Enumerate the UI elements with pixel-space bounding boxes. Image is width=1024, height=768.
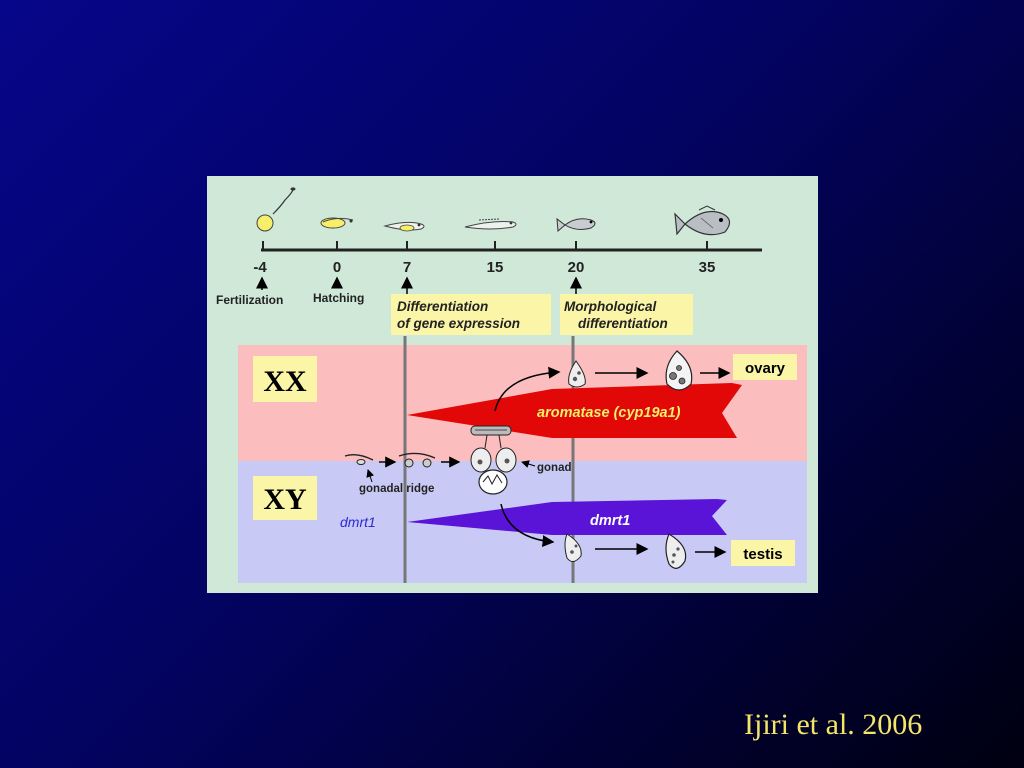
- early-ovary-icon: [568, 360, 586, 388]
- hatchling-icon: [320, 217, 354, 229]
- adult-fish-icon: [674, 205, 731, 236]
- gonad-icon: [470, 425, 517, 495]
- fry-day20-icon: [556, 217, 596, 233]
- tick-label: 7: [403, 259, 411, 276]
- xy-label: XY: [263, 483, 307, 516]
- morphological-label: Morphological: [564, 299, 656, 314]
- testis-label: testis: [743, 546, 782, 563]
- gonadal-ridge-label: gonadal ridge: [359, 483, 434, 495]
- mature-ovary-icon: [665, 350, 693, 391]
- xx-label-box: [253, 356, 317, 402]
- aromatase-arrow: [407, 383, 742, 438]
- gonadal-ridge-icon: [344, 452, 436, 468]
- fertilization-label: Fertilization: [216, 293, 283, 307]
- larva-day15-icon: [464, 218, 517, 230]
- tick-label: 15: [487, 259, 504, 276]
- larva-day7-icon: [383, 221, 425, 232]
- egg-and-sperm-icon: [256, 187, 296, 232]
- aromatase-label: aromatase (cyp19a1): [537, 405, 681, 421]
- ovary-label: ovary: [745, 360, 786, 377]
- early-testis-icon: [564, 533, 582, 562]
- morphological-box: [560, 294, 693, 335]
- testis-box: [731, 540, 795, 566]
- tick-label: 0: [333, 259, 341, 276]
- dmrt1-side-label: dmrt1: [340, 514, 376, 530]
- morphological-label: differentiation: [578, 316, 668, 331]
- citation: Ijiri et al. 2006: [744, 708, 923, 741]
- xy-label-box: [253, 476, 317, 520]
- gonad-label: gonad: [537, 462, 572, 474]
- dmrt1-arrow-label: dmrt1: [590, 513, 630, 529]
- tick-label: -4: [253, 259, 267, 276]
- gene-expression-label: of gene expression: [397, 316, 520, 331]
- tick-label: 35: [699, 259, 716, 276]
- mature-testis-icon: [665, 533, 687, 569]
- ovary-box: [733, 354, 797, 380]
- gene-expression-box: [391, 294, 551, 335]
- tick-label: 20: [568, 259, 585, 276]
- sex-differentiation-figure: -4 0 7 15 20 35 Fertilization Hatching D…: [207, 176, 818, 593]
- gene-expression-label: Differentiation: [397, 299, 488, 314]
- dmrt1-arrow: [407, 499, 727, 535]
- xx-label: XX: [263, 365, 307, 398]
- hatching-label: Hatching: [313, 291, 364, 305]
